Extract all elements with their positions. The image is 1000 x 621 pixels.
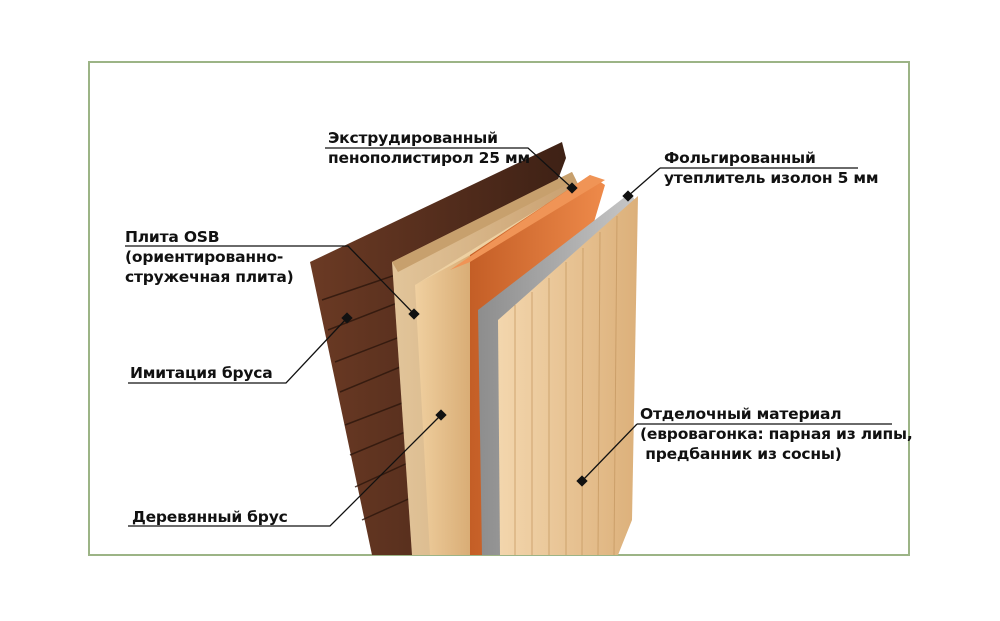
label-foil-line2: утеплитель изолон 5 мм <box>664 169 879 187</box>
label-osb-line2: (ориентированно- <box>125 248 284 266</box>
label-imitation-timber: Имитация бруса <box>130 363 273 383</box>
label-osb-line1: Плита OSB <box>125 228 220 246</box>
label-finishing-line3: предбанник из сосны) <box>640 445 842 463</box>
label-xps: Экструдированный пенополистирол 25 мм <box>328 128 530 168</box>
label-finishing-line1: Отделочный материал <box>640 405 842 423</box>
label-xps-line1: Экструдированный <box>328 129 498 147</box>
label-wooden-timber: Деревянный брус <box>132 507 288 527</box>
leader-markers <box>341 182 634 487</box>
label-xps-line2: пенополистирол 25 мм <box>328 149 530 167</box>
leader-lines <box>125 147 892 527</box>
label-timber-line1: Деревянный брус <box>132 508 288 526</box>
label-finishing-line2: (евровагонка: парная из липы, <box>640 425 913 443</box>
label-imitation-line1: Имитация бруса <box>130 364 273 382</box>
label-foil-line1: Фольгированный <box>664 149 816 167</box>
finishing-boards-layer <box>498 196 638 556</box>
label-finishing-material: Отделочный материал (евровагонка: парная… <box>640 404 913 464</box>
label-foil: Фольгированный утеплитель изолон 5 мм <box>664 148 879 188</box>
label-osb: Плита OSB (ориентированно- стружечная пл… <box>125 227 294 287</box>
label-osb-line3: стружечная плита) <box>125 268 294 286</box>
